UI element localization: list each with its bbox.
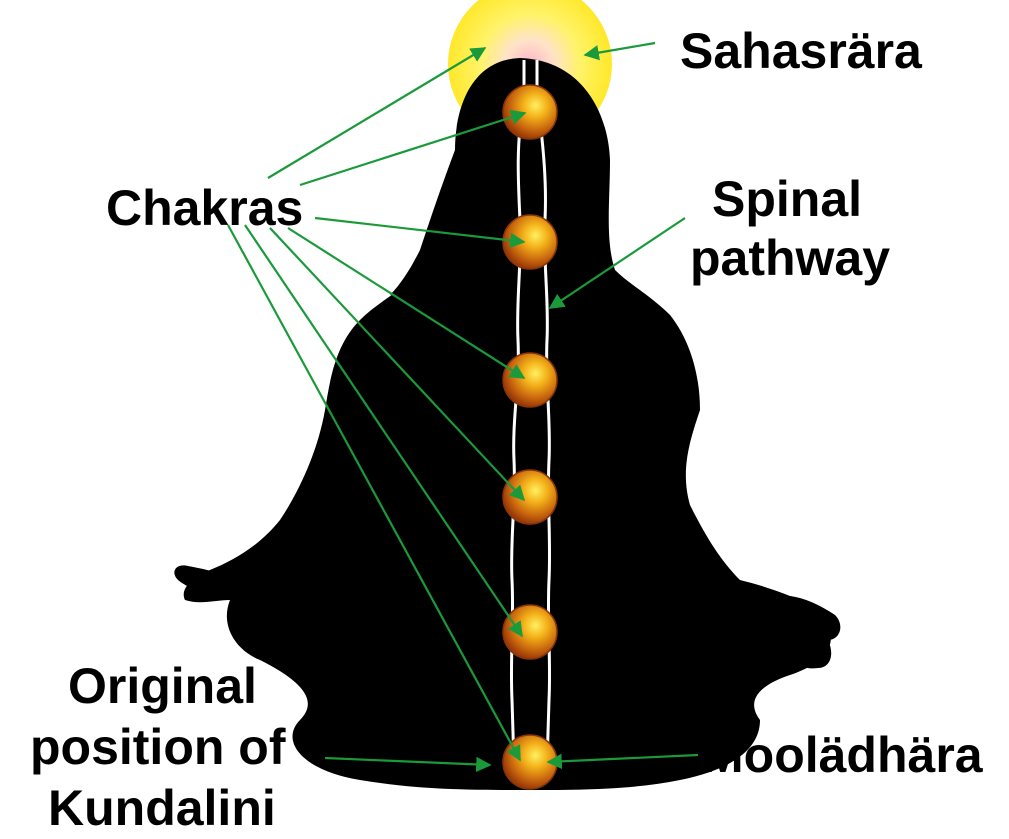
label-spinal-line2: pathway	[690, 230, 890, 286]
chakra-sacral	[503, 605, 557, 659]
label-original-line1: Original	[68, 658, 257, 714]
label-spinal-line1: Spinal	[712, 171, 862, 227]
figure-right-hand	[790, 596, 840, 668]
label-original-line2: position of	[30, 719, 286, 775]
chakra-throat	[503, 215, 557, 269]
chakra-heart	[503, 353, 557, 407]
meditating-silhouette	[174, 58, 840, 790]
label-sahasrara: Sahasrära	[680, 23, 923, 79]
chakra-navel	[503, 470, 557, 524]
label-mooladhara: Moolädhära	[702, 727, 984, 783]
label-original-line3: Kundalini	[48, 780, 276, 836]
chakra-crown	[503, 85, 557, 139]
label-chakras: Chakras	[106, 180, 303, 236]
figure-body	[184, 58, 836, 790]
